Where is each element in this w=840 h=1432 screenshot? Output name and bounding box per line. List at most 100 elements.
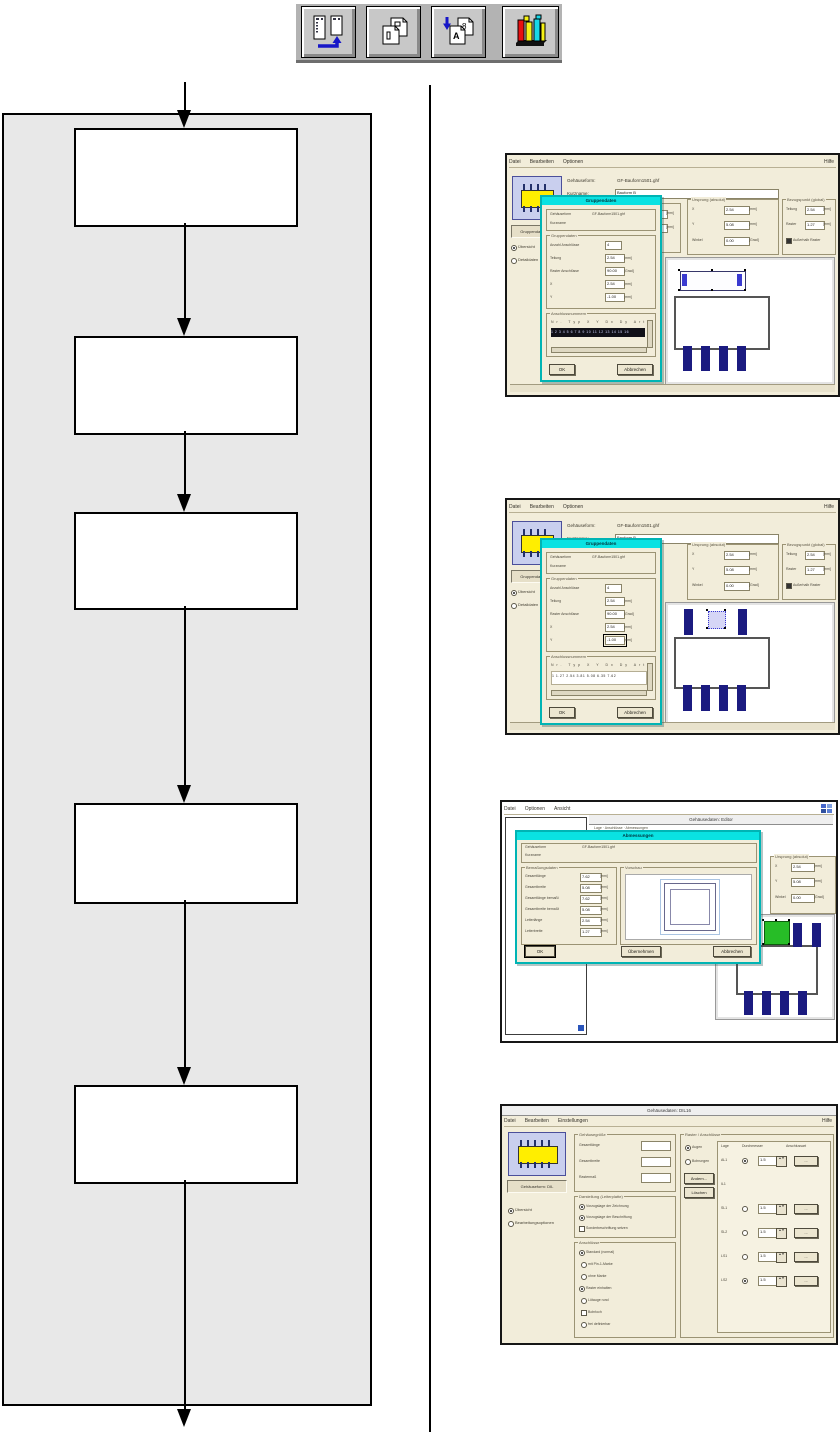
horizontal-scrollbar[interactable] xyxy=(551,690,647,696)
pad[interactable] xyxy=(719,346,728,371)
option-radio[interactable] xyxy=(579,1286,585,1292)
menu-hilfe[interactable]: Hilfe xyxy=(823,503,834,510)
selection-handle[interactable] xyxy=(724,627,726,629)
diameter-field[interactable]: 1.5 xyxy=(758,1252,778,1262)
pad[interactable] xyxy=(798,991,807,1015)
pad[interactable] xyxy=(683,685,692,711)
spinner[interactable]: ▲▼ xyxy=(776,1252,787,1263)
pin-numbers-selected[interactable]: 1 2 3 4 5 6 7 8 9 10 11 12 13 14 15 16 xyxy=(551,328,645,337)
option-radio[interactable] xyxy=(579,1204,585,1210)
augen-radio[interactable] xyxy=(685,1145,691,1151)
row-field[interactable] xyxy=(641,1173,671,1183)
pad[interactable] xyxy=(793,923,802,947)
diameter-field[interactable]: 1.5 xyxy=(758,1204,778,1214)
ok-button[interactable]: OK xyxy=(549,364,575,375)
option-radio[interactable] xyxy=(581,1322,587,1328)
row-more-button[interactable]: ... xyxy=(794,1204,818,1214)
row-field[interactable]: 5.08 xyxy=(580,906,602,915)
pad[interactable] xyxy=(780,991,789,1015)
detaildaten-radio[interactable] xyxy=(511,603,517,609)
row-radio[interactable] xyxy=(742,1206,748,1212)
detaildaten-radio[interactable] xyxy=(511,258,517,264)
selection-handle[interactable] xyxy=(724,609,726,611)
spinner[interactable]: ▲▼ xyxy=(776,1228,787,1239)
pad[interactable] xyxy=(719,685,728,711)
gehaeuseform-button[interactable]: Gehäuseform: DIL xyxy=(507,1180,567,1193)
raster-field[interactable]: 1.27 xyxy=(805,566,825,575)
option-radio[interactable] xyxy=(579,1250,585,1256)
row-field[interactable]: -1.00 xyxy=(605,293,625,302)
pad[interactable] xyxy=(701,346,710,371)
x-field[interactable]: 2.54 xyxy=(724,551,750,560)
menu-optionen[interactable]: Optionen xyxy=(562,158,584,165)
selection-handle[interactable] xyxy=(788,943,790,945)
diameter-field[interactable]: 1.5 xyxy=(758,1156,778,1166)
pad[interactable] xyxy=(744,991,753,1015)
cancel-button[interactable]: Abbrechen xyxy=(713,946,751,957)
row-field[interactable] xyxy=(641,1157,671,1167)
diameter-field[interactable]: 1.5 xyxy=(758,1228,778,1238)
selection-handle[interactable] xyxy=(762,919,764,921)
menu-bearbeiten[interactable]: Bearbeiten xyxy=(524,1118,549,1124)
menu-datei[interactable]: Datei xyxy=(509,158,521,165)
row-field[interactable]: 4 xyxy=(605,584,622,593)
row-field[interactable]: 90.00 xyxy=(605,267,625,276)
horizontal-scrollbar[interactable] xyxy=(551,347,647,353)
panel-transfer-button[interactable] xyxy=(301,6,356,58)
pin-values-row[interactable]: 1 1.27 2.54 3.81 5.08 6.35 7.62 xyxy=(551,671,647,685)
menu-bearbeiten[interactable]: Bearbeiten xyxy=(529,158,554,165)
selected-anchor[interactable] xyxy=(708,611,726,629)
selected-element[interactable] xyxy=(680,271,746,291)
aendern-button[interactable]: Ändern... xyxy=(684,1173,714,1184)
menu-datei[interactable]: Datei xyxy=(504,1118,516,1124)
selection-handle[interactable] xyxy=(762,943,764,945)
row-field[interactable]: 2.54 xyxy=(605,280,625,289)
selection-handle[interactable] xyxy=(788,919,790,921)
winkel-field[interactable]: 0.00 xyxy=(791,894,815,903)
ok-button[interactable]: OK xyxy=(549,707,575,718)
row-field[interactable]: 4 xyxy=(605,241,622,250)
row-field[interactable]: 2.54 xyxy=(605,254,625,263)
row-radio[interactable] xyxy=(742,1254,748,1260)
teilung-field[interactable]: 2.54 xyxy=(805,551,825,560)
row-radio[interactable] xyxy=(742,1158,748,1164)
option-radio[interactable] xyxy=(579,1215,585,1221)
option-radio[interactable] xyxy=(581,1262,587,1268)
pad[interactable] xyxy=(762,991,771,1015)
loeschen-button[interactable]: Löschen xyxy=(684,1187,714,1198)
selected-pad[interactable] xyxy=(764,921,790,945)
option-checkbox[interactable] xyxy=(579,1226,585,1232)
window-title[interactable]: Gehäusedaten: DIL16 xyxy=(502,1106,836,1116)
row-field[interactable] xyxy=(641,1141,671,1151)
row-field[interactable]: 2.54 xyxy=(605,623,625,632)
spinner[interactable]: ▲▼ xyxy=(776,1276,787,1287)
pad[interactable] xyxy=(701,685,710,711)
bohrungen-radio[interactable] xyxy=(685,1159,691,1165)
vertical-scrollbar[interactable] xyxy=(647,320,653,348)
row-field-focused[interactable]: -1.00 xyxy=(603,634,627,647)
optionen-radio[interactable] xyxy=(508,1221,514,1227)
spinner[interactable]: ▲▼ xyxy=(776,1156,787,1167)
apply-button[interactable]: Übernehmen xyxy=(621,946,661,957)
import-pages-button[interactable]: 8 A xyxy=(431,6,486,58)
x-field[interactable]: 2.54 xyxy=(724,206,750,215)
raster-field[interactable]: 1.27 xyxy=(805,221,825,230)
row-field[interactable]: 90.00 xyxy=(605,610,625,619)
row-more-button[interactable]: ... xyxy=(794,1252,818,1262)
option-checkbox[interactable] xyxy=(581,1310,587,1316)
copy-pages-button[interactable] xyxy=(366,6,421,58)
selection-handle[interactable] xyxy=(744,269,746,271)
uebersicht-radio[interactable] xyxy=(508,1208,514,1214)
ok-button[interactable]: OK xyxy=(524,945,556,958)
x-field[interactable]: 2.54 xyxy=(791,863,815,872)
selection-handle[interactable] xyxy=(706,627,708,629)
selection-handle[interactable] xyxy=(678,289,680,291)
row-more-button[interactable]: ... xyxy=(794,1276,818,1286)
row-more-button[interactable]: ... xyxy=(794,1156,818,1166)
menu-datei[interactable]: Datei xyxy=(509,503,521,510)
menu-ansicht[interactable]: Ansicht xyxy=(553,805,571,812)
library-button[interactable] xyxy=(502,6,559,58)
row-field[interactable]: 7.62 xyxy=(580,873,602,882)
pad[interactable] xyxy=(738,609,747,635)
winkel-field[interactable]: 0.00 xyxy=(724,237,750,246)
